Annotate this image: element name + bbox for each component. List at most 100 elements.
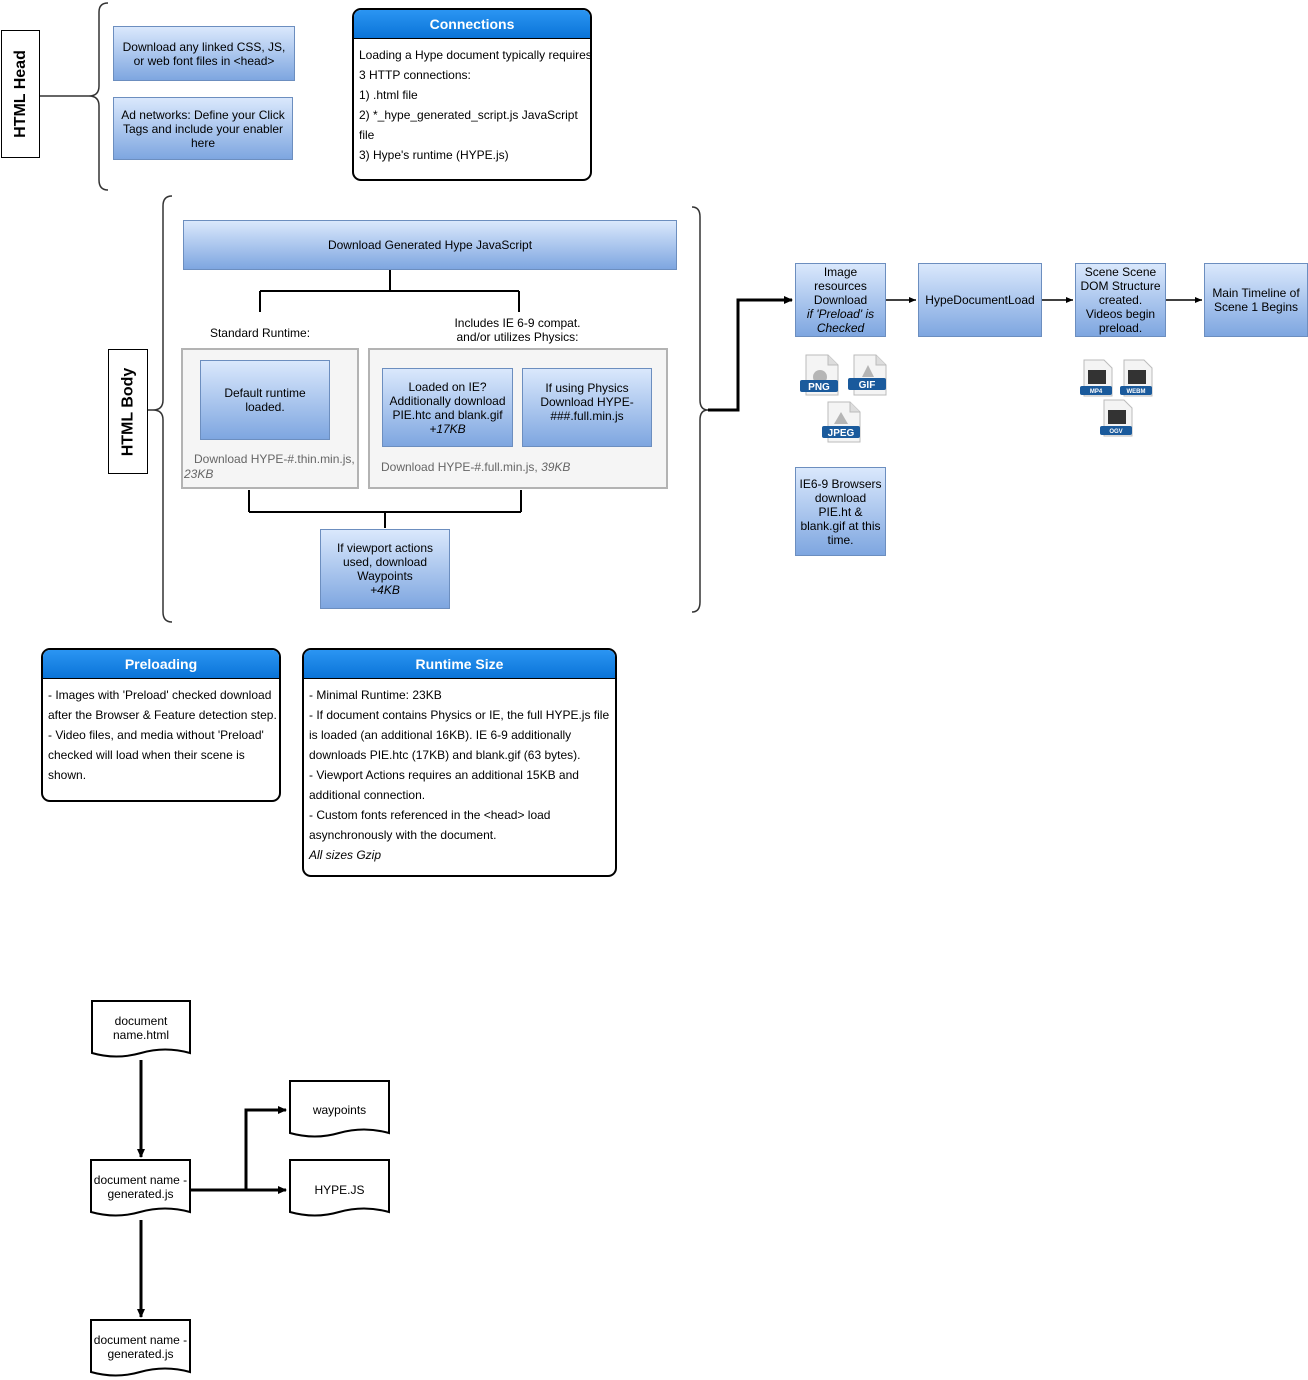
doc-shape-generated-2 [90, 1319, 191, 1377]
generated-js-text: Download Generated Hype JavaScript [327, 238, 533, 252]
image-resources-box: Image resources Download if 'Preload' is… [795, 263, 886, 337]
runtime-size-line: asynchronously with the document. [309, 828, 497, 842]
runtime-size-line: - If document contains Physics or IE, th… [309, 708, 610, 722]
ie-pie-line: PIE.htc and blank.gif [392, 407, 503, 422]
preloading-title: Preloading [43, 650, 279, 679]
image-resources-line: Image [823, 265, 858, 279]
runtime-size-line: downloads PIE.htc (17KB) and blank.gif (… [309, 748, 581, 762]
ie-compat-label: Includes IE 6-9 compat. and/or utilizes … [430, 316, 605, 344]
doc-waypoints-label: waypoints [312, 1103, 367, 1117]
main-timeline-text: Main Timeline of Scene 1 Begins [1212, 286, 1300, 314]
hype-document-load-box: HypeDocumentLoad [918, 263, 1042, 337]
ogv-label: OGV [1109, 429, 1122, 435]
hype-document-load-text: HypeDocumentLoad [925, 293, 1035, 307]
physics-line: Download HYPE- [540, 395, 634, 409]
waypoints-line: Waypoints [357, 569, 413, 583]
png-label: PNG [808, 382, 830, 393]
doc-generated-label-2: document name - generated.js [93, 1333, 188, 1361]
css-download-text: Download any linked CSS, JS, or web font… [122, 39, 286, 68]
full-runtime-size: 39KB [541, 460, 571, 474]
image-resources-line: Download [813, 293, 868, 307]
physics-line: ###.full.min.js [550, 409, 624, 423]
preloading-line: shown. [48, 768, 87, 782]
runtime-size-title: Runtime Size [304, 650, 615, 679]
doc-hypejs-label: HYPE.JS [314, 1183, 365, 1197]
ie-pie-line: Additionally download [389, 393, 506, 408]
preloading-line: checked will load when their scene is [48, 748, 245, 762]
thin-runtime-note: Download HYPE-#.thin.min.js, 23KB [184, 452, 360, 482]
runtime-size-line: is loaded (an additional 16KB). IE 6-9 a… [309, 728, 572, 742]
runtime-size-line: - Custom fonts referenced in the <head> … [309, 808, 551, 822]
gif-file-icon: GIF [848, 354, 887, 396]
ie-pie-box: Loaded on IE? Additionally download PIE.… [382, 368, 513, 447]
waypoints-join-connector [248, 490, 522, 528]
gif-label: GIF [859, 380, 876, 391]
scene-dom-box: Scene Scene DOM Structure created. Video… [1075, 263, 1166, 337]
html-head-label-text: HTML Head [11, 50, 29, 138]
generated-to-waypoints-arrow [244, 1106, 287, 1190]
ie-pie-line: Loaded on IE? [408, 379, 487, 394]
ie-compat-line-1: Includes IE 6-9 compat. [454, 316, 581, 330]
doc-html-label: document name.html [112, 1014, 170, 1042]
mp4-label: MP4 [1090, 389, 1103, 395]
jpeg-label: JPEG [828, 428, 855, 439]
full-runtime-note: Download HYPE-#.full.min.js, 39KB [381, 460, 666, 475]
ie-pie-size: +17KB [429, 421, 466, 436]
ie-browsers-text: IE6-9 Browsers download PIE.ht & blank.g… [799, 476, 882, 547]
standard-runtime-label: Standard Runtime: [209, 326, 311, 340]
runtime-size-line: additional connection. [309, 788, 426, 802]
default-runtime-text: Default runtime loaded. [224, 386, 306, 414]
doc-shape-generated-1 [90, 1159, 191, 1217]
preloading-line: - Video files, and media without 'Preloa… [48, 728, 264, 742]
waypoints-line: If viewport actions [336, 541, 434, 555]
thin-runtime-file: Download HYPE-#.thin.min.js, [194, 452, 355, 466]
webm-label: WEBM [1127, 389, 1146, 395]
thin-runtime-size: 23KB [184, 467, 214, 481]
connections-line: 2) *_hype_generated_script.js JavaScript [359, 108, 578, 122]
body-brace-right [691, 206, 709, 613]
connections-body: Loading a Hype document typically requir… [354, 39, 590, 165]
preloading-panel: Preloading - Images with 'Preload' check… [41, 648, 281, 802]
ad-networks-box: Ad networks: Define your Click Tags and … [113, 97, 293, 160]
image-resources-line: resources [814, 279, 867, 293]
runtime-size-line: - Minimal Runtime: 23KB [309, 688, 442, 702]
doc-shape-hypejs [289, 1159, 390, 1217]
waypoints-size: +4KB [370, 583, 400, 597]
jpeg-file-icon: JPEG [822, 401, 861, 443]
connections-line: 3 HTTP connections: [359, 68, 471, 82]
runtime-size-line: - Viewport Actions requires an additiona… [309, 768, 579, 782]
ogv-file-icon: OGV [1100, 399, 1133, 437]
css-download-box: Download any linked CSS, JS, or web font… [113, 26, 295, 81]
physics-line: If using Physics [545, 381, 629, 395]
ie-compat-line-2: and/or utilizes Physics: [456, 330, 579, 344]
runtime-size-note: All sizes Gzip [309, 848, 382, 862]
ad-networks-text: Ad networks: Define your Click Tags and … [121, 107, 285, 150]
doc-shape-html [91, 1000, 191, 1058]
doc-generated-label-1: document name - generated.js [93, 1173, 188, 1201]
connections-title: Connections [354, 10, 590, 39]
image-resources-condition: if 'Preload' is Checked [806, 307, 875, 335]
preloading-line: after the Browser & Feature detection st… [48, 708, 277, 722]
mp4-file-icon: MP4 [1080, 359, 1113, 397]
body-to-image-arrow [708, 296, 793, 412]
physics-box: If using Physics Download HYPE- ###.full… [522, 368, 652, 447]
default-runtime-box: Default runtime loaded. [200, 360, 330, 440]
webm-file-icon: WEBM [1120, 359, 1153, 397]
body-brace-left [152, 195, 173, 623]
waypoints-line: used, download [342, 555, 428, 569]
doc-shape-waypoints [289, 1080, 390, 1138]
generated-js-box: Download Generated Hype JavaScript [183, 220, 677, 270]
html-body-label-text: HTML Body [119, 367, 136, 456]
connections-line: 1) .html file [359, 88, 418, 102]
html-head-label: HTML Head [1, 30, 40, 158]
connections-panel: Connections Loading a Hype document typi… [352, 8, 592, 181]
full-runtime-file: Download HYPE-#.full.min.js, [381, 460, 538, 474]
head-brace [88, 2, 109, 191]
preloading-line: - Images with 'Preload' checked download [48, 688, 272, 702]
runtime-split-connector [259, 270, 520, 312]
ie-browsers-box: IE6-9 Browsers download PIE.ht & blank.g… [795, 467, 886, 556]
main-timeline-box: Main Timeline of Scene 1 Begins [1204, 263, 1308, 337]
waypoints-download-box: If viewport actions used, download Waypo… [320, 529, 450, 609]
png-file-icon: PNG [800, 354, 839, 396]
